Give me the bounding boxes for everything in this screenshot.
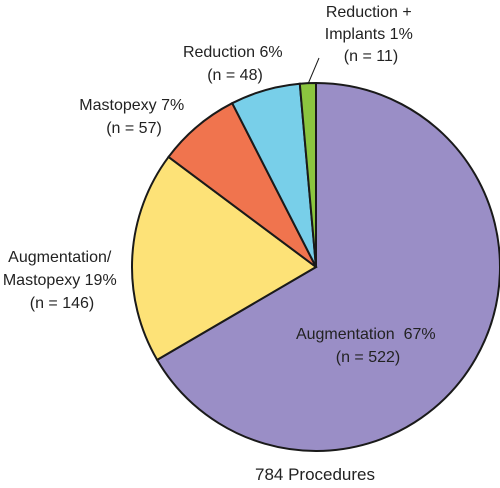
slice-label-augmentation-mastopexy: Augmentation/ Mastopexy 19% (n = 146) (3, 249, 121, 312)
slice-label-reduction: Reduction 6% (n = 48) (183, 44, 287, 84)
pie-slice-augmentation-mastopexy (131, 155, 318, 362)
slice-label-reduction-implants: Reduction + Implants 1% (n = 11) (325, 4, 418, 65)
pie-slices (131, 81, 500, 452)
slice-label-mastopexy: Mastopexy 7% (n = 57) (79, 97, 188, 137)
reduction-implants-leader-line (307, 57, 320, 85)
slice-label-augmentation: Augmentation 67% (n = 522) (296, 326, 440, 366)
pie-slice-augmentation (155, 81, 500, 452)
chart-caption: 784 Procedures (255, 465, 375, 484)
